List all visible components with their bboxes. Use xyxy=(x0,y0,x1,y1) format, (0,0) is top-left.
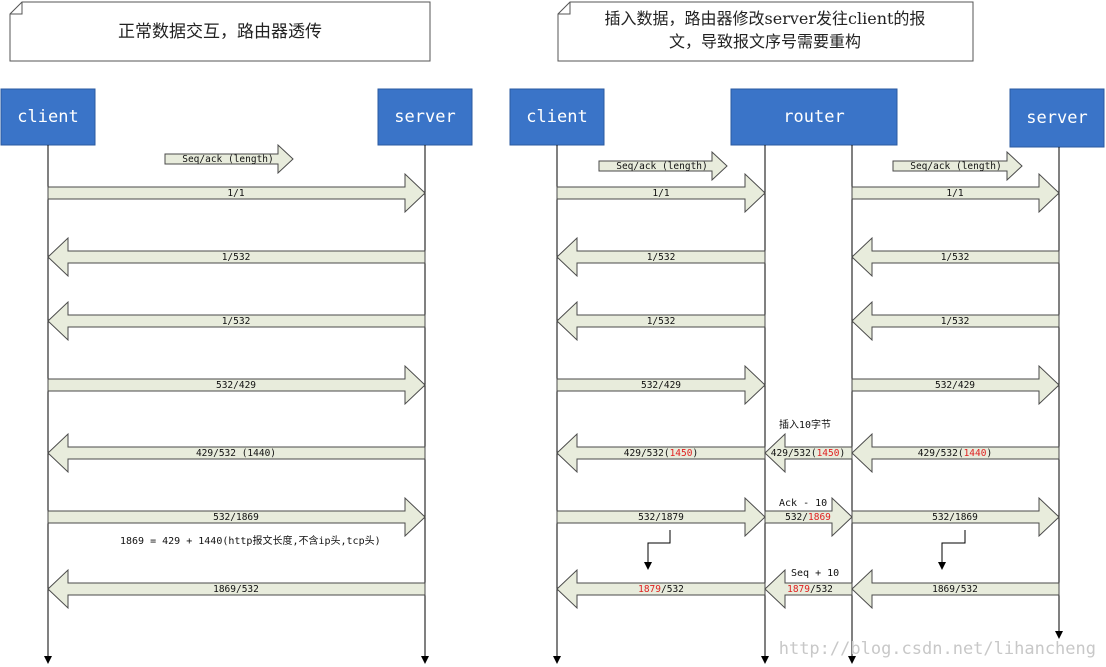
right-legend-arrow-b: Seq/ack (length) xyxy=(892,150,1023,182)
insert-10-bytes-note: 插入10字节 xyxy=(779,418,831,431)
a-msg-5: 429/532(1450) xyxy=(556,432,766,474)
b-msg-6: 532/1869 xyxy=(851,496,1060,538)
mid-msg-5-label: 429/532(1450) xyxy=(771,448,845,459)
b-msg-1: 1/1 xyxy=(851,172,1060,214)
b-msg-3: 1/532 xyxy=(851,300,1060,342)
right-client-box: client xyxy=(509,88,605,146)
a-msg-1-label: 1/1 xyxy=(652,188,669,199)
left-title: 正常数据交互，路由器透传 xyxy=(118,22,322,42)
right-legend-arrow-a: Seq/ack (length) xyxy=(598,150,728,182)
a-msg-1: 1/1 xyxy=(556,172,766,214)
right-server-label: server xyxy=(1026,108,1087,128)
seq-plus-10-note: Seq + 10 xyxy=(791,568,839,579)
mid-msg-5: 429/532(1450) xyxy=(764,432,853,474)
left-server-box: server xyxy=(377,88,473,146)
left-formula-note: 1869 = 429 + 1440(http报文长度,不含ip头,tcp头) xyxy=(120,534,381,547)
a-msg-7-label: 1879/532 xyxy=(638,584,684,595)
left-legend-arrow: Seq/ack (length) xyxy=(164,143,294,175)
left-title-note: 正常数据交互，路由器透传 xyxy=(9,1,431,62)
watermark: http://blog.csdn.net/lihancheng xyxy=(779,639,1096,659)
a-msg-6: 532/1879 xyxy=(556,496,766,538)
mid-msg-7: 1879/532 xyxy=(764,568,853,610)
a-msg-5-label: 429/532(1450) xyxy=(624,448,698,459)
left-msg-5: 429/532 (1440) xyxy=(47,432,426,474)
left-client-box: client xyxy=(0,88,96,146)
left-scenario: 正常数据交互，路由器透传 client server Seq/ack (leng… xyxy=(0,1,473,664)
left-msg-3: 1/532 xyxy=(47,300,426,342)
right-scenario: 插入数据，路由器修改server发往client的报 文，导致报文序号需要重构 … xyxy=(509,1,1105,664)
left-msg-2-label: 1/532 xyxy=(222,252,251,263)
mid-msg-6-label: 532/1869 xyxy=(785,512,831,523)
right-client-label: client xyxy=(526,107,587,127)
left-msg-4: 532/429 xyxy=(47,364,426,406)
b-msg-2-label: 1/532 xyxy=(941,252,970,263)
left-msg-7-label: 1869/532 xyxy=(213,584,259,595)
a-msg-4-label: 532/429 xyxy=(641,380,681,391)
right-title-line1: 插入数据，路由器修改server发往client的报 xyxy=(605,9,926,28)
left-msg-3-label: 1/532 xyxy=(222,316,251,327)
a-msg-4: 532/429 xyxy=(556,364,766,406)
a-msg-6-label: 532/1879 xyxy=(638,512,684,523)
left-legend-label: Seq/ack (length) xyxy=(182,154,274,165)
b-msg-3-label: 1/532 xyxy=(941,316,970,327)
router-label: router xyxy=(783,107,844,127)
left-msg-6-label: 532/1869 xyxy=(213,512,259,523)
router-box: router xyxy=(730,88,898,146)
left-msg-2: 1/532 xyxy=(47,236,426,278)
mid-msg-6: 532/1869 xyxy=(764,496,853,538)
b-msg-2: 1/532 xyxy=(851,236,1060,278)
b-msg-7-label: 1869/532 xyxy=(932,584,978,595)
a-msg-3-label: 1/532 xyxy=(647,316,676,327)
left-msg-1-label: 1/1 xyxy=(227,188,244,199)
ack-minus-10-note: Ack - 10 xyxy=(779,498,827,509)
b-msg-4: 532/429 xyxy=(851,364,1060,406)
left-client-label: client xyxy=(17,107,78,127)
left-server-label: server xyxy=(394,107,455,127)
b-step-arrow xyxy=(938,530,966,570)
left-msg-1: 1/1 xyxy=(47,172,426,214)
b-msg-5-label: 429/532(1440) xyxy=(918,448,992,459)
a-msg-2-label: 1/532 xyxy=(647,252,676,263)
right-title-line2: 文，导致报文序号需要重构 xyxy=(669,32,861,51)
mid-msg-7-label: 1879/532 xyxy=(787,584,833,595)
a-msg-3: 1/532 xyxy=(556,300,766,342)
left-msg-7: 1869/532 xyxy=(47,568,426,610)
right-legend-b-label: Seq/ack (length) xyxy=(910,161,1002,172)
left-msg-5-label: 429/532 (1440) xyxy=(196,448,276,459)
a-step-arrow xyxy=(644,530,671,570)
a-msg-2: 1/532 xyxy=(556,236,766,278)
b-msg-1-label: 1/1 xyxy=(946,188,963,199)
b-msg-7: 1869/532 xyxy=(851,568,1060,610)
right-title-note: 插入数据，路由器修改server发往client的报 文，导致报文序号需要重构 xyxy=(557,1,974,62)
b-msg-6-label: 532/1869 xyxy=(932,512,978,523)
b-msg-4-label: 532/429 xyxy=(935,380,975,391)
b-msg-5: 429/532(1440) xyxy=(851,432,1060,474)
left-msg-4-label: 532/429 xyxy=(216,380,256,391)
right-server-box: server xyxy=(1009,88,1105,148)
right-legend-a-label: Seq/ack (length) xyxy=(616,161,708,172)
left-msg-6: 532/1869 xyxy=(47,496,426,538)
a-msg-7: 1879/532 xyxy=(556,568,766,610)
